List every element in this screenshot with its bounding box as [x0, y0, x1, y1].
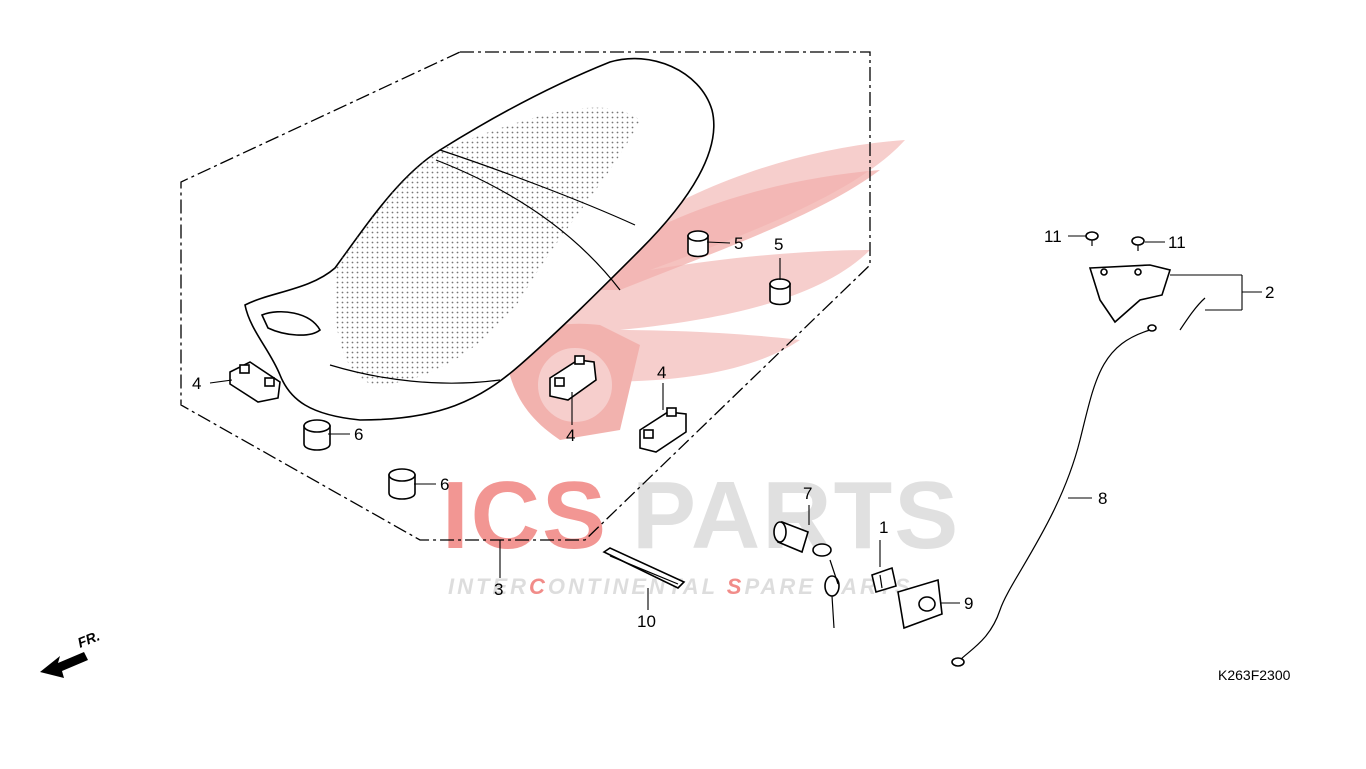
callout-1: 1 [879, 518, 888, 537]
tagline-seg-0: INTER [448, 574, 529, 599]
clip-1[interactable] [871, 566, 897, 594]
callout-3: 3 [494, 580, 503, 599]
callout-labels: 1 2 3 4 4 4 5 5 6 6 7 8 9 10 11 11 [192, 227, 1274, 631]
callout-7: 7 [803, 484, 812, 503]
leader-lines [209, 235, 1262, 610]
callout-10: 10 [637, 612, 656, 631]
bolt-11a[interactable] [1085, 231, 1099, 246]
front-arrow-icon [40, 652, 88, 678]
cushion-5a[interactable] [687, 230, 709, 258]
cushion-6a[interactable] [303, 419, 331, 451]
cushion-6b[interactable] [388, 468, 416, 500]
callout-11a: 11 [1044, 227, 1062, 246]
seat-cable-8[interactable] [951, 324, 1157, 667]
rubber-pad-4c[interactable] [639, 407, 687, 453]
seat-assembly[interactable] [244, 57, 715, 421]
front-direction-indicator: FR. [40, 627, 102, 678]
watermark-brand-part2: PARTS [632, 462, 960, 569]
assembly-boundary [180, 51, 871, 541]
callout-4b: 4 [566, 426, 575, 445]
rubber-pad-4a[interactable] [229, 361, 281, 403]
callout-5a: 5 [734, 234, 743, 253]
callout-4a: 4 [192, 374, 201, 393]
tagline-seg-2: ONTINENTAL [548, 574, 727, 599]
front-label: FR. [75, 627, 102, 650]
callout-2: 2 [1265, 283, 1274, 302]
cushion-5b[interactable] [769, 278, 791, 306]
seat-catch-2[interactable] [1088, 264, 1206, 331]
callout-11b: 11 [1168, 233, 1186, 252]
callout-8: 8 [1098, 489, 1107, 508]
callout-6a: 6 [354, 425, 363, 444]
rubber-pad-4b[interactable] [549, 355, 597, 401]
watermark-brand: ICS PARTS [442, 462, 960, 569]
callout-4c: 4 [657, 363, 666, 382]
callout-9: 9 [964, 594, 973, 613]
watermark-wing-logo [505, 140, 905, 440]
watermark-brand-part1: ICS [442, 462, 608, 569]
callout-6b: 6 [440, 475, 449, 494]
seat-strap-10[interactable] [602, 547, 686, 589]
seat-lock-7[interactable] [773, 520, 840, 629]
watermark-tagline: INTERCONTINENTAL SPARE PARTS [448, 574, 913, 599]
tagline-seg-3: S [727, 574, 745, 599]
diagram-code: K263F2300 [1218, 667, 1291, 683]
callout-5b: 5 [774, 235, 783, 254]
bolt-11b[interactable] [1131, 236, 1145, 251]
bracket-9[interactable] [897, 578, 943, 630]
tagline-seg-4: PARE [744, 574, 825, 599]
tagline-seg-1: C [529, 574, 548, 599]
